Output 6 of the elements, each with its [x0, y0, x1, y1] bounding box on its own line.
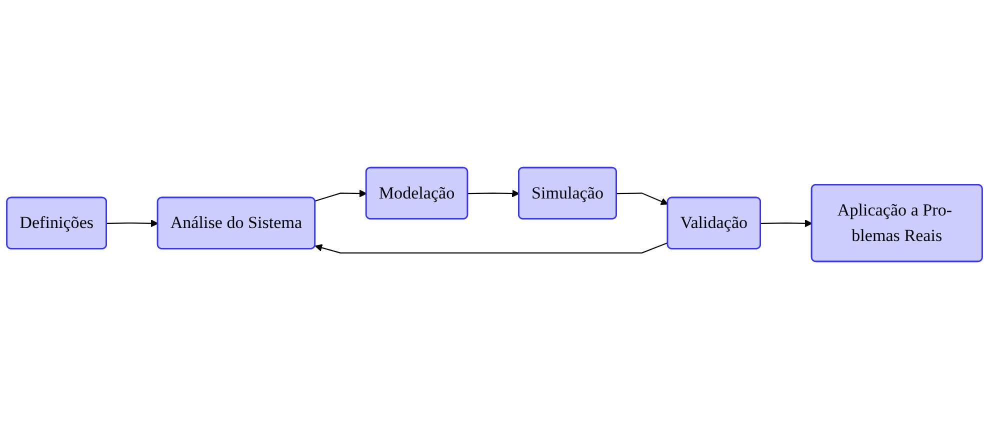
arrow [760, 220, 812, 228]
arrow [616, 192, 668, 206]
arrow [106, 220, 158, 228]
arrow [314, 242, 668, 254]
arrow [468, 190, 520, 198]
arrow [314, 190, 367, 202]
